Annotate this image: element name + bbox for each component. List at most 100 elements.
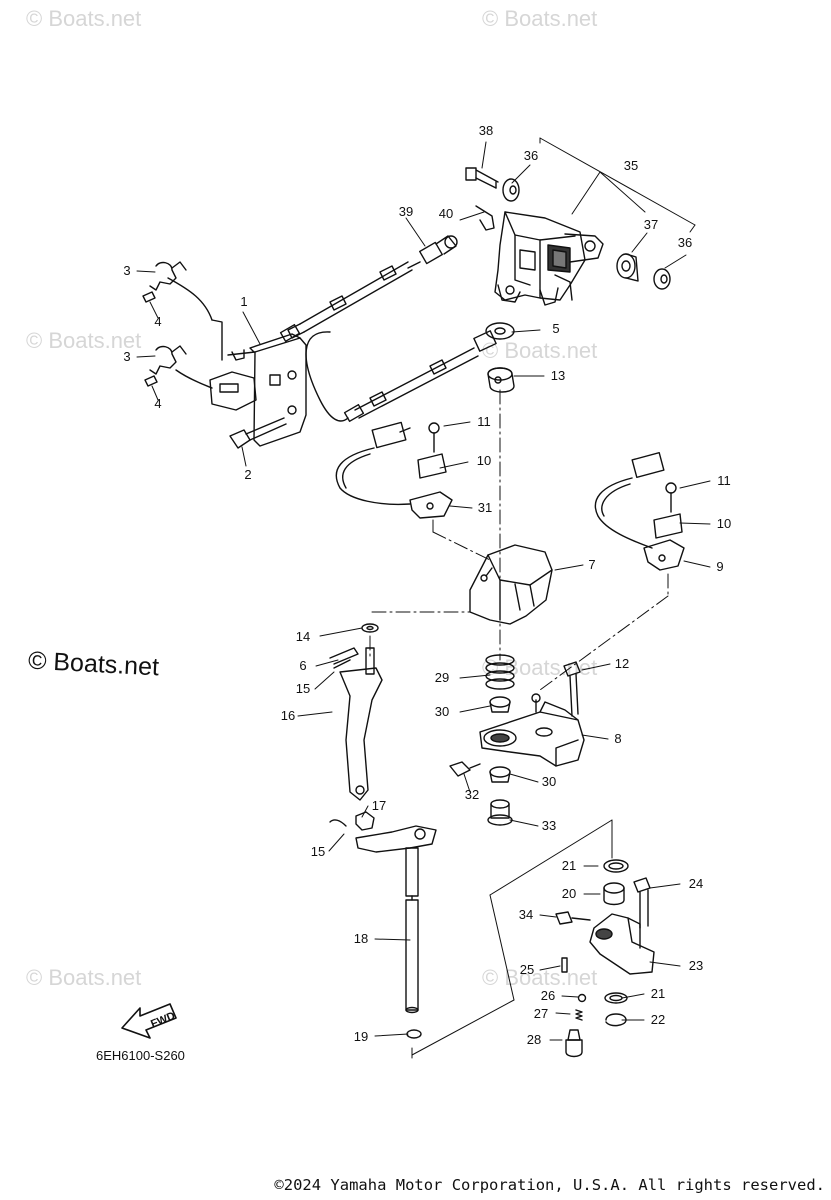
plate-clamp [209,319,257,411]
screw-11-left [428,422,440,453]
callout-25: 25 [520,962,534,977]
watermark: © Boats.net [482,338,598,363]
plunger-28 [565,1029,583,1058]
screw-11-right [665,482,677,513]
callout-15: 15 [311,844,325,859]
watermark: © Boats.net [26,328,142,353]
callout-36: 36 [678,235,692,250]
shift-rod-16 [339,647,383,801]
callout-21: 21 [562,858,576,873]
center-lines [369,389,669,1059]
callout-34: 34 [519,907,533,922]
washer-14 [361,623,379,633]
callout-1: 1 [240,294,247,309]
fwd-label: FWD [149,1010,177,1031]
callout-23: 23 [689,958,703,973]
callout-9: 9 [716,559,723,574]
watermark: © Boats.net [482,6,598,31]
callout-5: 5 [552,321,559,336]
o-ring-19 [406,1029,422,1039]
bolt-2 [229,417,287,449]
pin-4-lower [144,375,158,387]
washer-36-left [502,178,520,202]
callout-8: 8 [614,731,621,746]
remote-control-box [494,211,604,306]
bolt-24 [633,877,651,929]
callout-12: 12 [615,656,629,671]
bolt-38 [465,167,499,189]
ball-26 [577,993,587,1003]
callout-20: 20 [562,886,576,901]
callout-40: 40 [439,206,453,221]
watermark: © Boats.net [26,6,142,31]
callout-10: 10 [477,453,491,468]
callout-32: 32 [465,787,479,802]
shift-shaft-18 [405,847,419,1014]
bushing-20 [603,882,625,906]
spring-29 [485,654,515,690]
callout-11: 11 [717,473,731,488]
cable-5 [305,322,515,423]
shift-lever-8 [479,693,585,767]
callout-16: 16 [281,708,295,723]
bushing-30-lower [489,766,511,783]
callout-numbers: 1233445678910101111121314151516171819202… [123,123,731,1047]
callout-10: 10 [717,516,731,531]
callout-30: 30 [435,704,449,719]
cable-clamp-lower [149,345,213,389]
callout-18: 18 [354,931,368,946]
callout-11: 11 [477,414,491,429]
washer-36-right [653,268,671,290]
fwd-arrow-icon [121,1003,177,1039]
washer-21-lower [604,992,628,1004]
nut-17 [355,811,375,831]
clip-40 [475,205,495,231]
shift-arm [355,825,437,853]
callout-13: 13 [551,368,565,383]
callout-39: 39 [399,204,413,219]
callout-3: 3 [123,349,130,364]
callout-30: 30 [542,774,556,789]
cable-clamp-upper [149,261,213,321]
spring-27 [575,1009,583,1021]
collar-33 [487,799,513,826]
copyright-notice: ©2024 Yamaha Motor Corporation, U.S.A. A… [274,1176,825,1194]
bushing-30-upper [489,696,511,713]
collar-37 [616,253,639,282]
callout-36: 36 [524,148,538,163]
callout-22: 22 [651,1012,665,1027]
callout-2: 2 [244,467,251,482]
callout-7: 7 [588,557,595,572]
callout-26: 26 [541,988,555,1003]
callout-14: 14 [296,629,310,644]
callout-24: 24 [689,876,703,891]
callout-6: 6 [299,658,306,673]
washer-21-upper [603,859,629,873]
callout-4: 4 [154,314,161,329]
callout-17: 17 [372,798,386,813]
callout-35: 35 [624,158,638,173]
watermark: © Boats.net [26,965,142,990]
callout-3: 3 [123,263,130,278]
cable-39 [279,235,458,343]
callout-27: 27 [534,1006,548,1021]
switch-31 [335,421,453,519]
callout-15: 15 [296,681,310,696]
diagram-code: 6EH6100-S260 [96,1048,185,1063]
circlip-22 [605,1013,627,1027]
callout-4: 4 [154,396,161,411]
callout-38: 38 [479,123,493,138]
grease-nipple-32 [449,761,481,777]
lever-23 [589,913,655,975]
watermark: © Boats.net [482,965,598,990]
pin-25 [561,957,568,973]
cover-7 [469,544,553,625]
callout-37: 37 [644,217,658,232]
bracket-1 [227,333,307,447]
callout-31: 31 [478,500,492,515]
callout-29: 29 [435,670,449,685]
clip-6 [329,647,359,669]
callout-28: 28 [527,1032,541,1047]
